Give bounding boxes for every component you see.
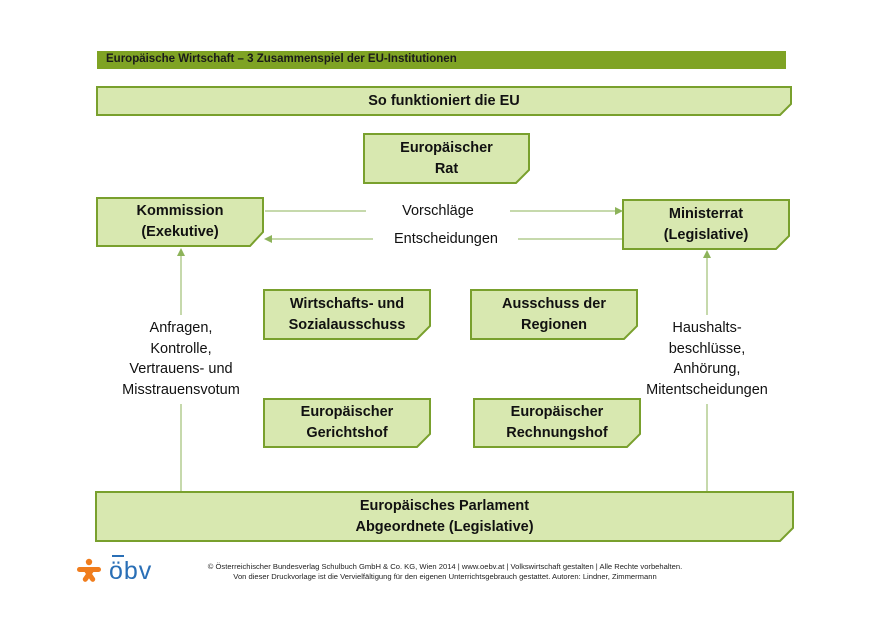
diagram-title: So funktioniert die EU — [368, 92, 520, 109]
haushalt-label: Haushalts- beschlüsse, Anhörung, Mitents… — [646, 320, 768, 398]
rechnungshof-box: Europäischer Rechnungshof — [506, 404, 608, 441]
gerichtshof-box: Europäischer Gerichtshof — [300, 404, 394, 441]
europaeischer-rat-box: Europäischer Rat — [400, 139, 493, 177]
wirtschaft-box-shape — [263, 289, 431, 340]
parlament-box-shape — [95, 491, 794, 542]
ministerrat-box-shape — [622, 199, 790, 250]
oebv-logo: öbv — [75, 555, 153, 586]
footer-line-1: © Österreichischer Bundesverlag Schulbuc… — [207, 562, 683, 571]
rechnungshof-box-shape — [473, 398, 641, 448]
title-box-shape — [96, 86, 792, 116]
wirtschafts-sozialausschuss-box: Wirtschafts- und Sozialausschuss — [288, 295, 406, 333]
oebv-logo-text: öbv — [109, 555, 153, 585]
kommission-box: Kommission (Exekutive) — [136, 203, 224, 240]
kontrolle-label: Anfragen, Kontrolle, Vertrauens- und Mis… — [122, 320, 240, 398]
entscheidungen-label: Entscheidungen — [394, 231, 498, 247]
footer: © Österreichischer Bundesverlag Schulbuc… — [180, 562, 710, 581]
ausschuss-regionen-box: Ausschuss der Regionen — [502, 295, 606, 333]
footer-line-2: Von dieser Druckvorlage ist die Vervielf… — [233, 571, 657, 581]
gerichtshof-box-shape — [263, 398, 431, 448]
rat-box-shape — [363, 133, 530, 184]
regionen-box-shape — [470, 289, 638, 340]
oebv-star-icon — [77, 558, 101, 582]
parlament-box: Europäisches Parlament Abgeordnete (Legi… — [355, 497, 534, 535]
header-title: Europäische Wirtschaft – 3 Zusammenspiel… — [106, 53, 457, 65]
ministerrat-box: Ministerrat (Legislative) — [663, 205, 749, 243]
header-bar: Europäische Wirtschaft – 3 Zusammenspiel… — [97, 51, 786, 69]
vorschlaege-label: Vorschläge — [402, 203, 474, 219]
kommission-box-shape — [96, 197, 264, 247]
